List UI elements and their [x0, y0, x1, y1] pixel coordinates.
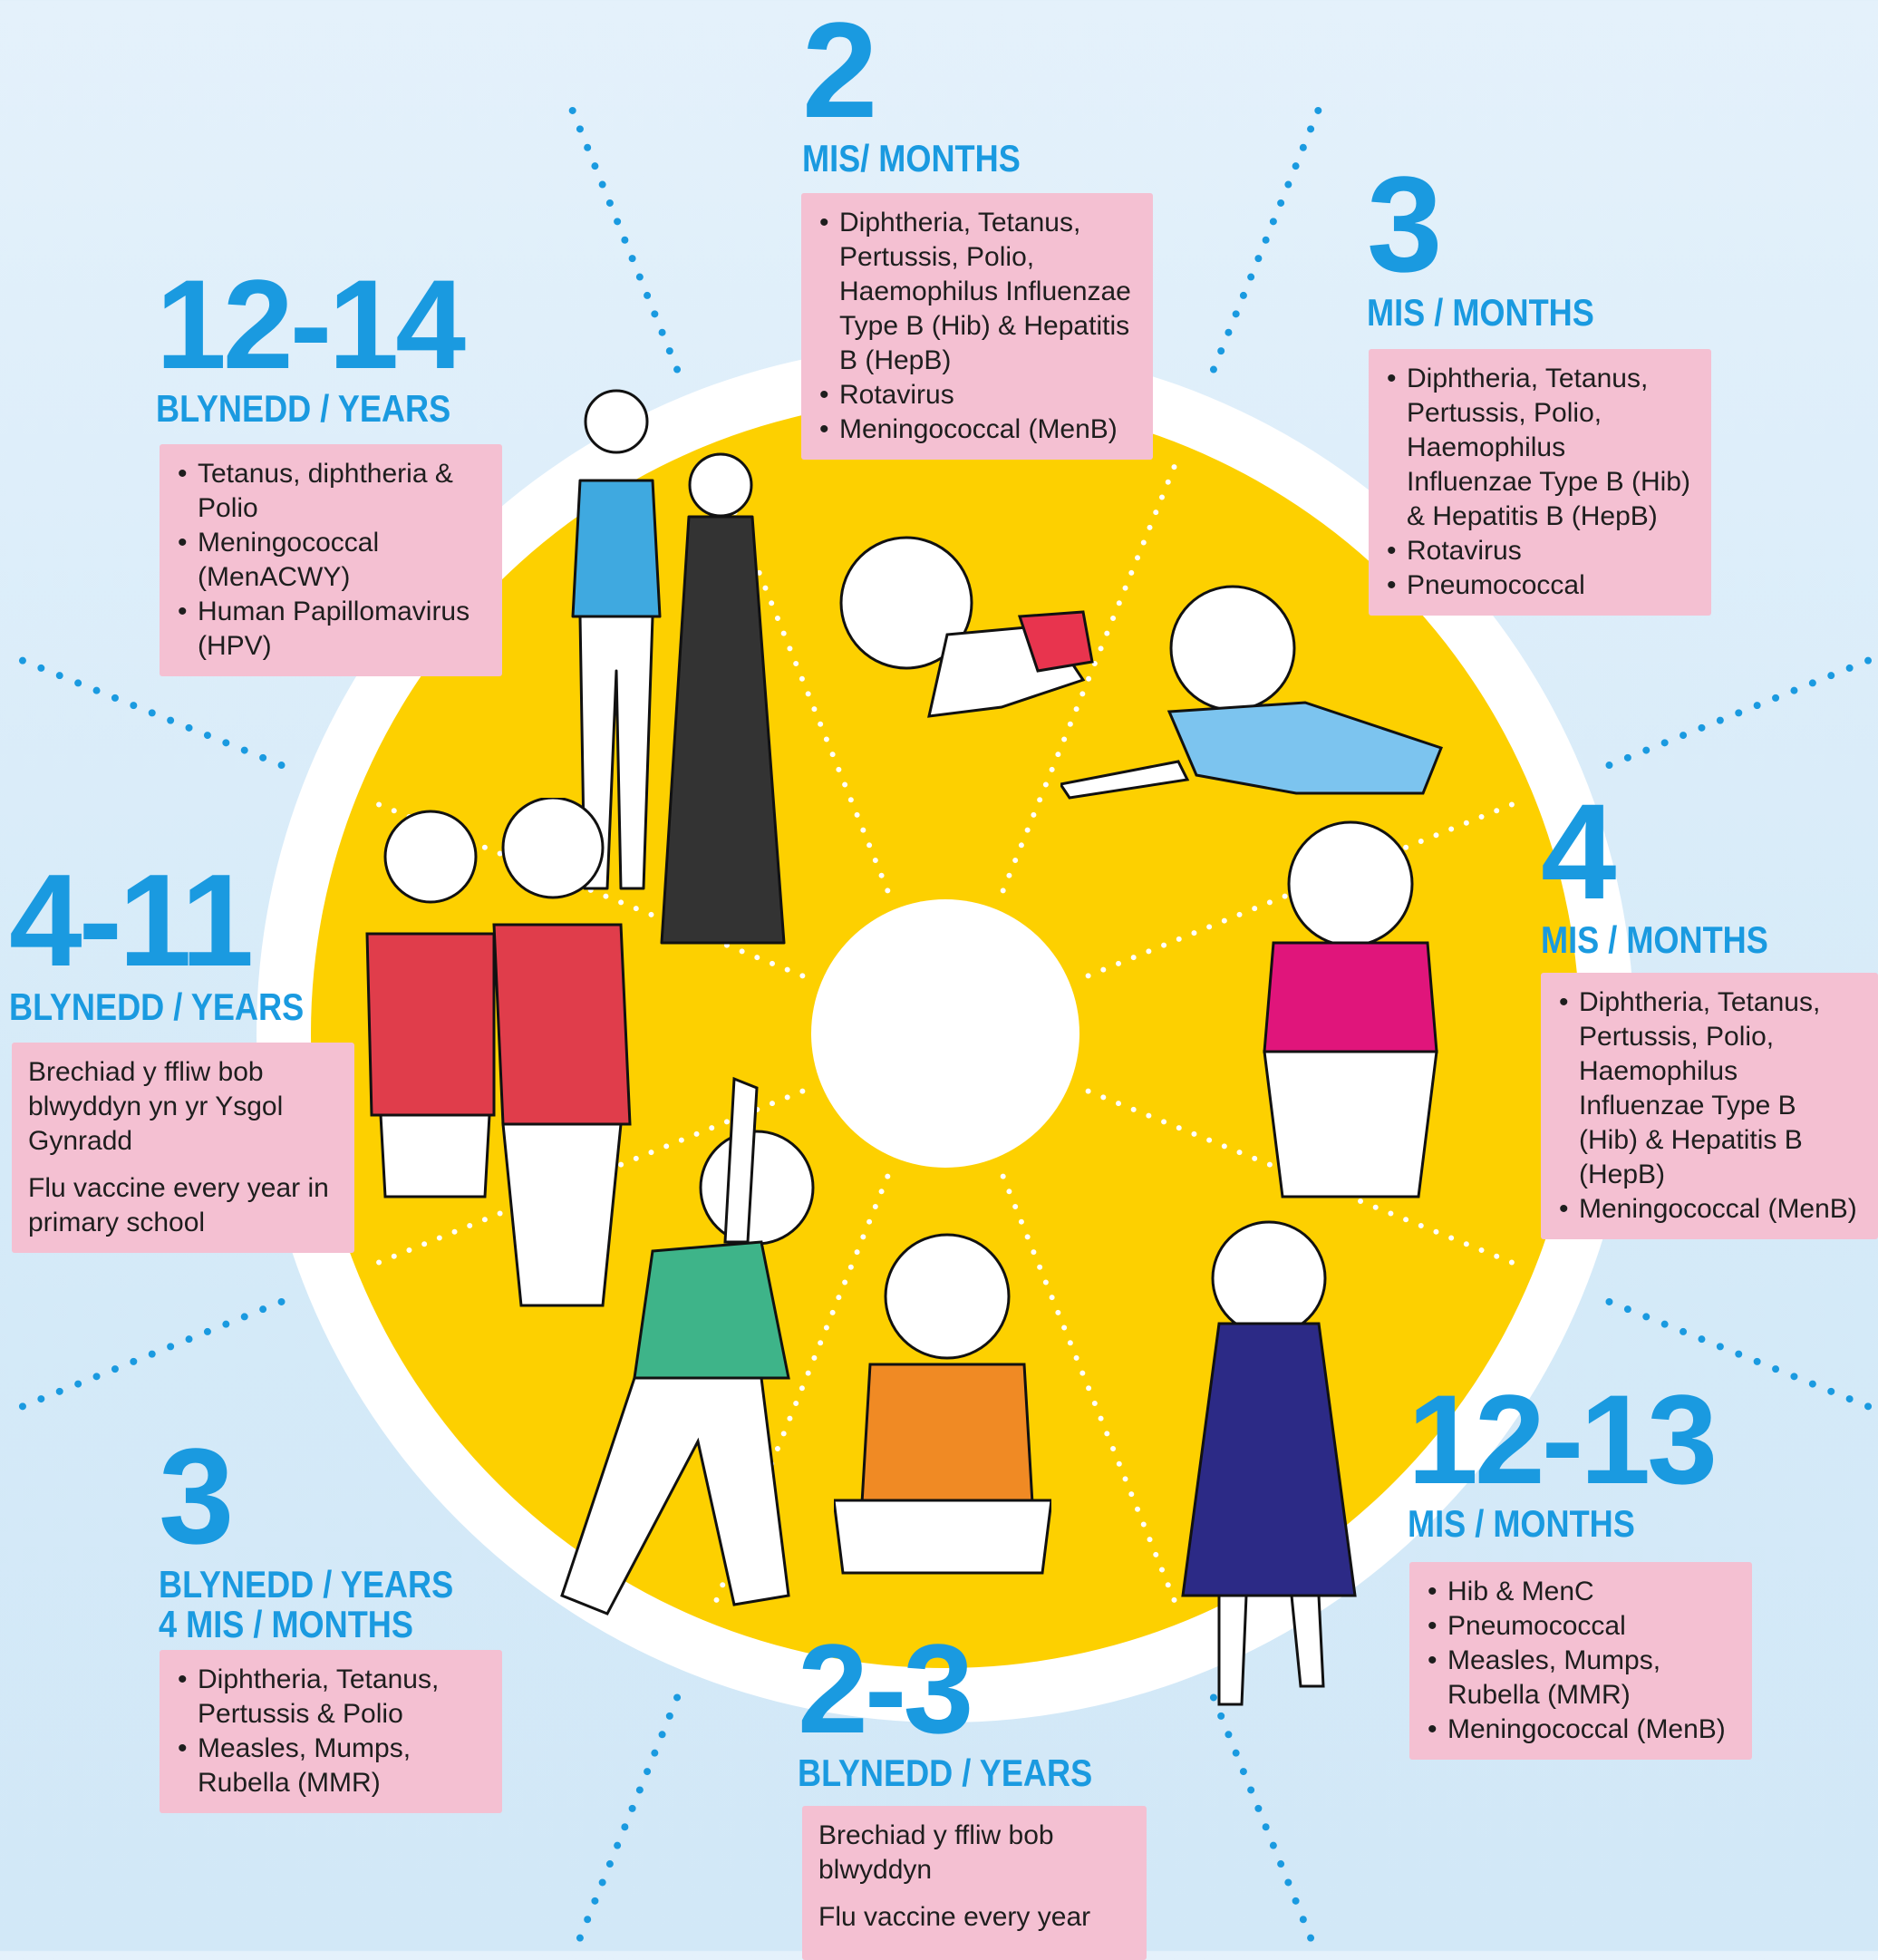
vaccine-item: Diphtheria, Tetanus, Pertussis, Polio, H… — [1557, 985, 1860, 1192]
stage-3-months: 3 MIS / MONTHS — [1367, 148, 1631, 334]
stage-age-number: 3 — [159, 1420, 234, 1572]
stage-age-unit: MIS/ MONTHS — [802, 137, 1021, 180]
vaccine-item: Diphtheria, Tetanus, Pertussis & Polio — [176, 1663, 484, 1732]
dotted-spoke — [1085, 796, 1528, 979]
toddler-girl-illustration — [1181, 1220, 1357, 1706]
vaccine-box-3-years-4-months: Diphtheria, Tetanus, Pertussis & Polio M… — [160, 1650, 502, 1813]
wheel-center-hub — [811, 899, 1079, 1168]
stage-age-number: 4-11 — [9, 847, 254, 994]
schoolchildren-illustration — [365, 798, 632, 1307]
outer-dotted-rays — [17, 105, 1873, 1951]
vaccine-item: Pneumococcal — [1426, 1609, 1734, 1644]
stage-age-number: 2-3 — [798, 1617, 973, 1760]
stage-age-unit: MIS / MONTHS — [1408, 1502, 1635, 1545]
crawling-baby-illustration — [839, 536, 1094, 718]
dotted-ray — [1605, 1297, 1873, 1412]
vaccine-item: Meningococcal (MenB) — [1557, 1192, 1860, 1227]
vaccine-box-2-months: Diphtheria, Tetanus, Pertussis, Polio, H… — [801, 193, 1153, 460]
dotted-spoke — [1000, 451, 1183, 894]
stage-age-number: 12-14 — [156, 253, 466, 395]
stage-age-unit: BLYNEDD / YEARS — [798, 1751, 1093, 1794]
vaccine-item: Hib & MenC — [1426, 1575, 1734, 1609]
stage-age-unit-secondary: 4 MIS / MONTHS — [159, 1603, 413, 1646]
vaccine-box-4-11-years: Brechiad y ffliw bob blwyddyn yn yr Ysgo… — [12, 1043, 354, 1253]
stage-4-11-years: 4-11 BLYNEDD / YEARS — [9, 847, 352, 1028]
dotted-spoke — [363, 1088, 806, 1271]
vaccine-item: Meningococcal (MenB) — [818, 412, 1135, 447]
dotted-ray — [567, 105, 682, 374]
vaccine-item: Meningococcal (MenB) — [1426, 1713, 1734, 1747]
vaccine-note: Flu vaccine every year — [818, 1902, 1091, 1932]
stage-3-years-4-months: 3 BLYNEDD / YEARS 4 MIS / MONTHS — [159, 1420, 501, 1646]
vaccine-item: Rotavirus — [818, 378, 1135, 412]
vaccine-note: Brechiad y ffliw bob blwyddyn — [818, 1820, 1054, 1885]
vaccine-box-2-3-years: Brechiad y ffliw bob blwyddyn Flu vaccin… — [802, 1806, 1147, 1960]
stage-age-number: 12-13 — [1408, 1368, 1718, 1510]
dotted-ray — [17, 655, 286, 770]
stage-age-unit: BLYNEDD / YEARS — [9, 985, 305, 1028]
vaccine-item: Diphtheria, Tetanus, Pertussis, Polio, H… — [818, 206, 1135, 378]
stage-12-13-months: 12-13 MIS / MONTHS — [1408, 1368, 1718, 1545]
stage-age-number: 3 — [1367, 148, 1442, 300]
vaccine-note: Flu vaccine every year in primary school — [28, 1173, 329, 1237]
vaccine-item: Pneumococcal — [1385, 568, 1693, 603]
teenagers-illustration — [571, 389, 786, 945]
vaccine-item: Rotavirus — [1385, 534, 1693, 568]
vaccine-item: Diphtheria, Tetanus, Pertussis, Polio, H… — [1385, 362, 1693, 534]
stage-age-unit: BLYNEDD / YEARS — [156, 387, 451, 430]
vaccine-box-12-14-years: Tetanus, diphtheria & Polio Meningococca… — [160, 444, 502, 676]
dotted-spoke — [1000, 1173, 1183, 1616]
vaccine-item: Measles, Mumps, Rubella (MMR) — [1426, 1644, 1734, 1713]
dotted-spoke — [1085, 1088, 1528, 1271]
stage-2-months: 2 MIS/ MONTHS — [802, 0, 1056, 180]
dotted-ray — [1605, 655, 1873, 770]
stage-2-3-years: 2-3 BLYNEDD / YEARS — [798, 1617, 1140, 1794]
vaccine-item: Human Papillomavirus (HPV) — [176, 595, 484, 664]
stage-age-unit: BLYNEDD / YEARS — [159, 1563, 454, 1606]
stage-age-unit: MIS / MONTHS — [1367, 291, 1594, 334]
stage-12-14-years: 12-14 BLYNEDD / YEARS — [156, 253, 499, 430]
stage-age-number: 4 — [1541, 775, 1616, 927]
vaccine-item: Tetanus, diphtheria & Polio — [176, 457, 484, 526]
dotted-ray — [570, 1693, 682, 1951]
vaccine-box-4-months: Diphtheria, Tetanus, Pertussis, Polio, H… — [1541, 973, 1878, 1239]
dotted-ray — [1209, 105, 1323, 374]
sitting-boy-illustration — [834, 1233, 1051, 1575]
vaccine-box-3-months: Diphtheria, Tetanus, Pertussis, Polio, H… — [1369, 349, 1711, 616]
lying-baby-illustration — [1060, 585, 1443, 800]
sitting-baby-illustration — [1263, 820, 1438, 1198]
dotted-ray — [1209, 1693, 1321, 1951]
dotted-ray — [17, 1297, 286, 1412]
stage-age-number: 2 — [802, 0, 877, 146]
vaccine-item: Measles, Mumps, Rubella (MMR) — [176, 1732, 484, 1800]
stage-4-months: 4 MIS / MONTHS — [1541, 775, 1805, 961]
vaccine-box-12-13-months: Hib & MenC Pneumococcal Measles, Mumps, … — [1409, 1562, 1752, 1760]
vaccine-item: Meningococcal (MenACWY) — [176, 526, 484, 595]
stage-age-unit: MIS / MONTHS — [1541, 918, 1768, 961]
stretching-child-illustration — [560, 1076, 815, 1616]
vaccine-note: Brechiad y ffliw bob blwyddyn yn yr Ysgo… — [28, 1057, 284, 1156]
